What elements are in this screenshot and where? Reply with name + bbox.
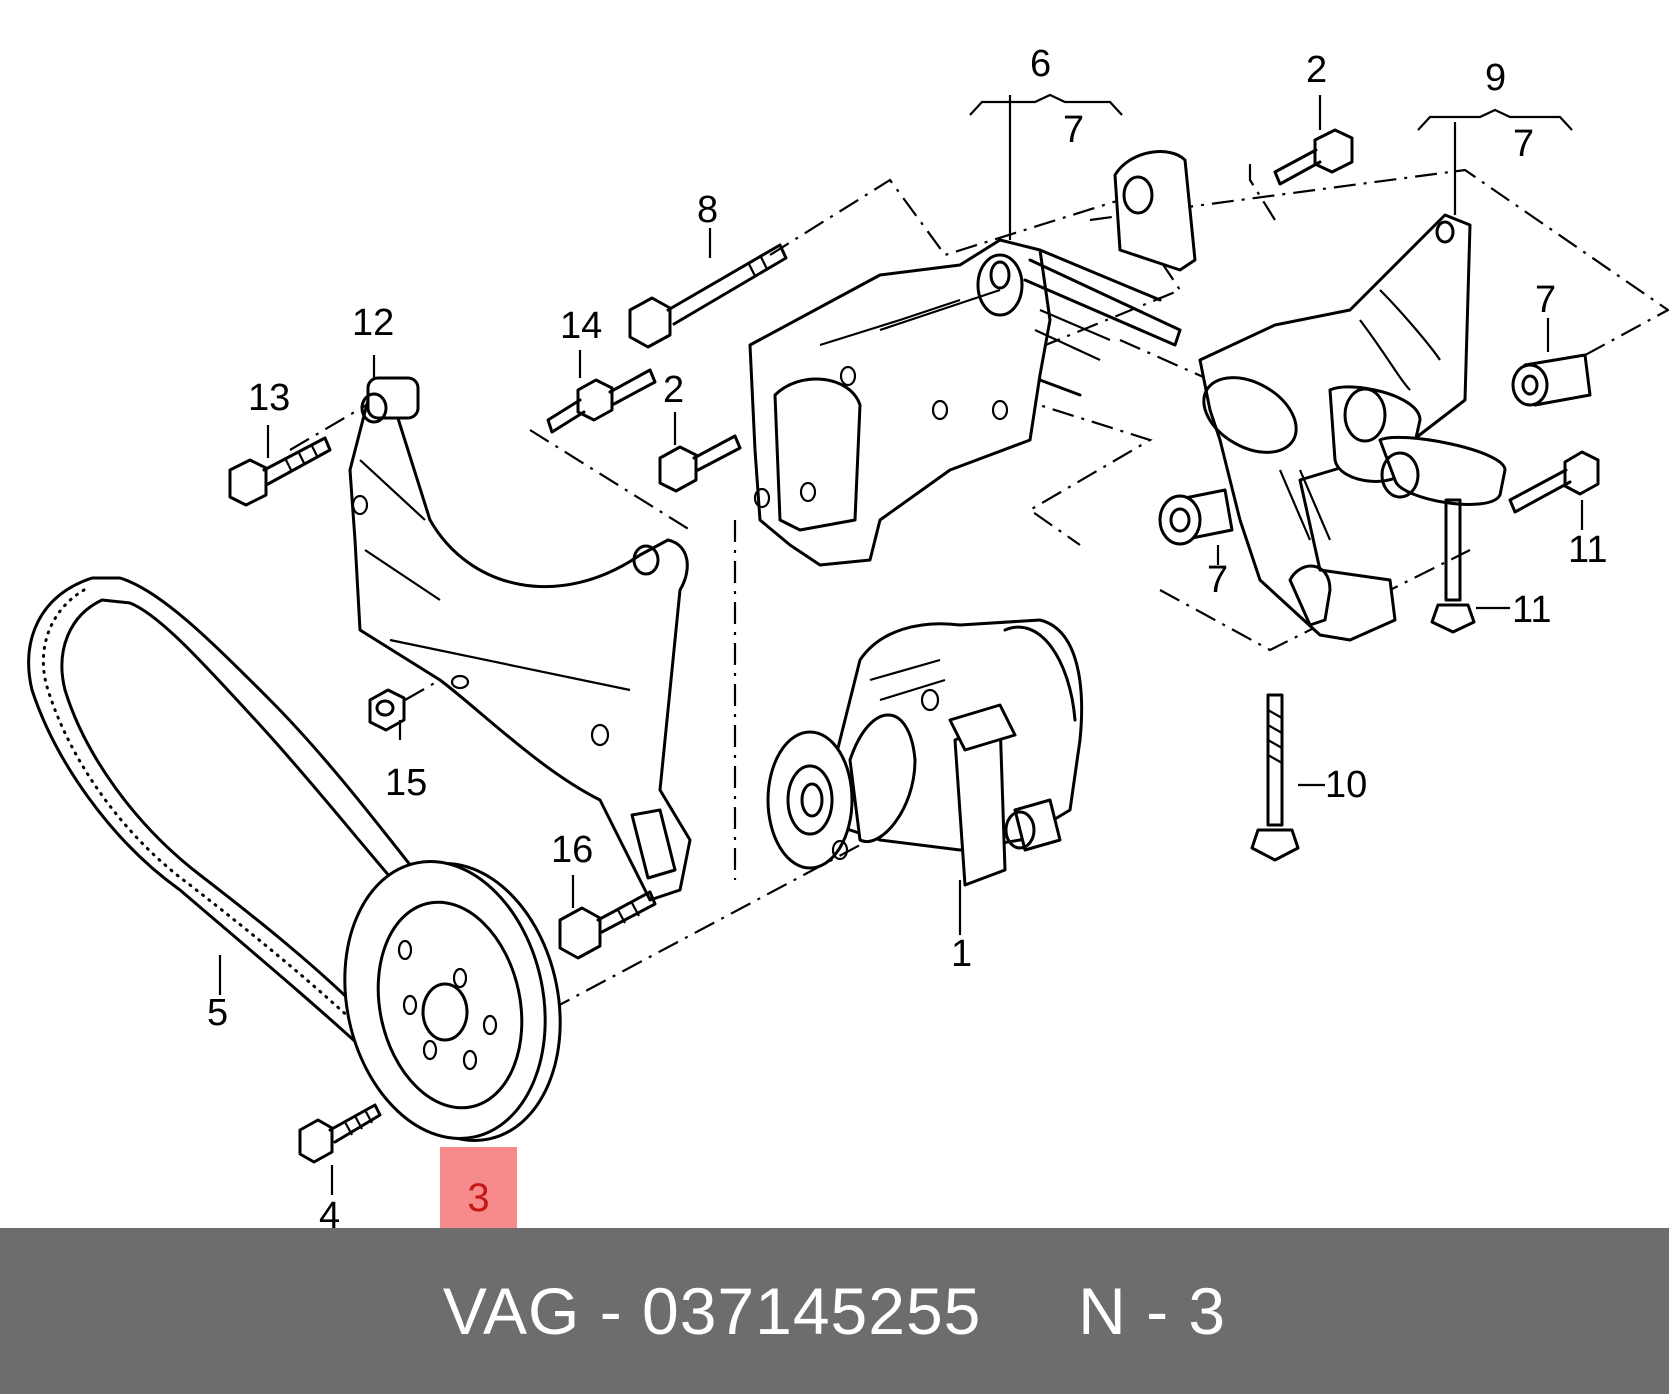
callout-15: 15 <box>385 762 427 804</box>
callout-11-right: 11 <box>1568 529 1607 571</box>
parts-diagram: 1 2 2 4 5 6 7 7 7 7 8 9 10 11 11 12 13 1… <box>27 43 1669 1228</box>
v-ribbed-belt <box>27 576 432 1057</box>
callout-14: 14 <box>560 305 602 347</box>
callout-10: 10 <box>1325 764 1367 806</box>
leader-lines <box>218 93 1584 1195</box>
bolts-11 <box>1430 450 1600 634</box>
callout-2-upper: 2 <box>1306 49 1327 91</box>
pulley-bolt <box>298 1103 382 1164</box>
callout-2-middle: 2 <box>663 369 684 411</box>
bolt-16 <box>558 890 657 960</box>
right-bracket <box>1198 213 1507 642</box>
part-number-footer: VAG - 037145255 N - 3 <box>0 1228 1669 1394</box>
callout-16: 16 <box>551 829 593 871</box>
highlighted-callout-3: 3 <box>467 1176 490 1220</box>
callout-6: 6 <box>1030 43 1051 85</box>
callout-13: 13 <box>248 377 290 419</box>
bolt-2-upper <box>1273 128 1354 186</box>
left-bracket <box>348 376 692 902</box>
bolt-14 <box>546 368 657 434</box>
callout-12: 12 <box>352 302 394 344</box>
part-number-text: VAG - 037145255 N - 3 <box>442 1274 1227 1348</box>
upper-mount <box>1113 150 1197 272</box>
bolt-10 <box>1250 693 1300 862</box>
callout-4: 4 <box>319 1195 340 1228</box>
bolt-2-middle <box>658 434 742 493</box>
callout-5: 5 <box>207 992 228 1034</box>
callout-7-sleeve-left: 7 <box>1207 559 1228 601</box>
callout-7-under-6: 7 <box>1063 109 1084 151</box>
callout-11-lower: 11 <box>1512 589 1551 631</box>
nut-15 <box>368 688 406 732</box>
spacer-sleeves <box>1158 353 1592 546</box>
bolt-8 <box>628 243 788 349</box>
alignment-lines <box>289 160 1669 1011</box>
power-steering-pump <box>766 618 1084 887</box>
center-bracket <box>748 238 1182 567</box>
callout-7-sleeve-right: 7 <box>1535 279 1556 321</box>
bolt-13 <box>228 436 332 507</box>
callout-7-under-9: 7 <box>1513 123 1534 165</box>
callout-8: 8 <box>697 189 718 231</box>
callout-labels: 1 2 2 4 5 6 7 7 7 7 8 9 10 11 11 12 13 1… <box>207 43 1607 1228</box>
callout-9: 9 <box>1485 57 1506 99</box>
pulley <box>343 860 562 1142</box>
highlighted-callout-box <box>440 1147 517 1228</box>
callout-1: 1 <box>951 933 972 975</box>
